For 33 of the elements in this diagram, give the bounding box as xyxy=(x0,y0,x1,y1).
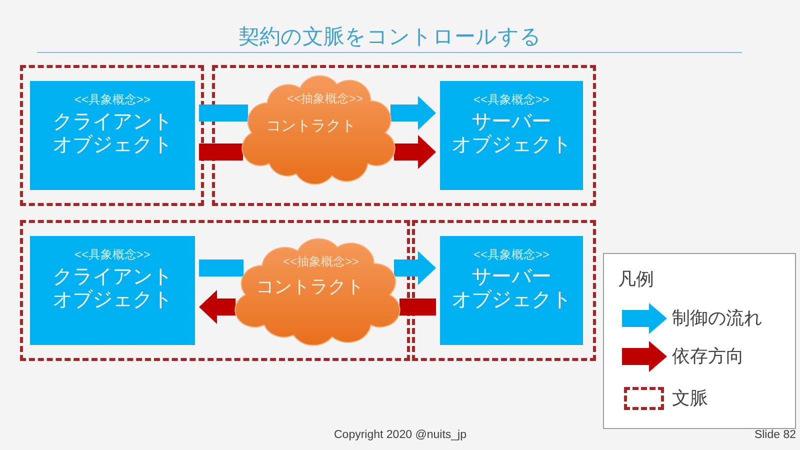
arrow xyxy=(394,251,436,285)
stereotype-label: <<具象概念>> xyxy=(473,248,550,262)
node-label: コントラクト xyxy=(256,276,364,298)
stereotype-label: <<具象概念>> xyxy=(74,248,151,262)
stereotype-label: <<抽象概念>> xyxy=(286,92,364,106)
legend-title: 凡例 xyxy=(618,269,654,291)
node-label: コントラクト xyxy=(266,117,356,135)
cloud-shape xyxy=(242,74,395,186)
object-box xyxy=(30,81,195,190)
dashed-frame xyxy=(20,220,410,361)
arrow xyxy=(199,290,236,324)
legend-label: 文脈 xyxy=(672,387,708,409)
node-label: クライアントオブジェクト xyxy=(52,110,172,156)
node-label: クライアントオブジェクト xyxy=(52,266,172,312)
legend-label: 制御の流れ xyxy=(672,307,762,329)
stereotype-label: <<具象概念>> xyxy=(74,92,151,108)
node-label: サーバーオブジェクト xyxy=(452,266,572,312)
arrow xyxy=(390,96,436,130)
slide-number: Slide 82 xyxy=(754,429,796,443)
dashed-frame xyxy=(20,65,204,206)
object-box xyxy=(440,236,583,345)
dashed-frame xyxy=(412,220,596,361)
stereotype-label: <<抽象概念>> xyxy=(282,254,360,270)
node-label: サーバーオブジェクト xyxy=(452,110,572,156)
legend-label: 依存方向 xyxy=(672,345,744,367)
slide-title: 契約の文脈をコントロールする xyxy=(238,24,542,50)
object-box xyxy=(440,81,583,190)
dashed-frame xyxy=(212,65,596,206)
copyright-notice: Copyright 2020 @nuits_jp xyxy=(334,429,467,443)
stereotype-label: <<具象概念>> xyxy=(473,92,550,108)
arrow xyxy=(394,135,436,169)
object-box xyxy=(30,236,195,345)
cloud-shape xyxy=(235,237,400,347)
